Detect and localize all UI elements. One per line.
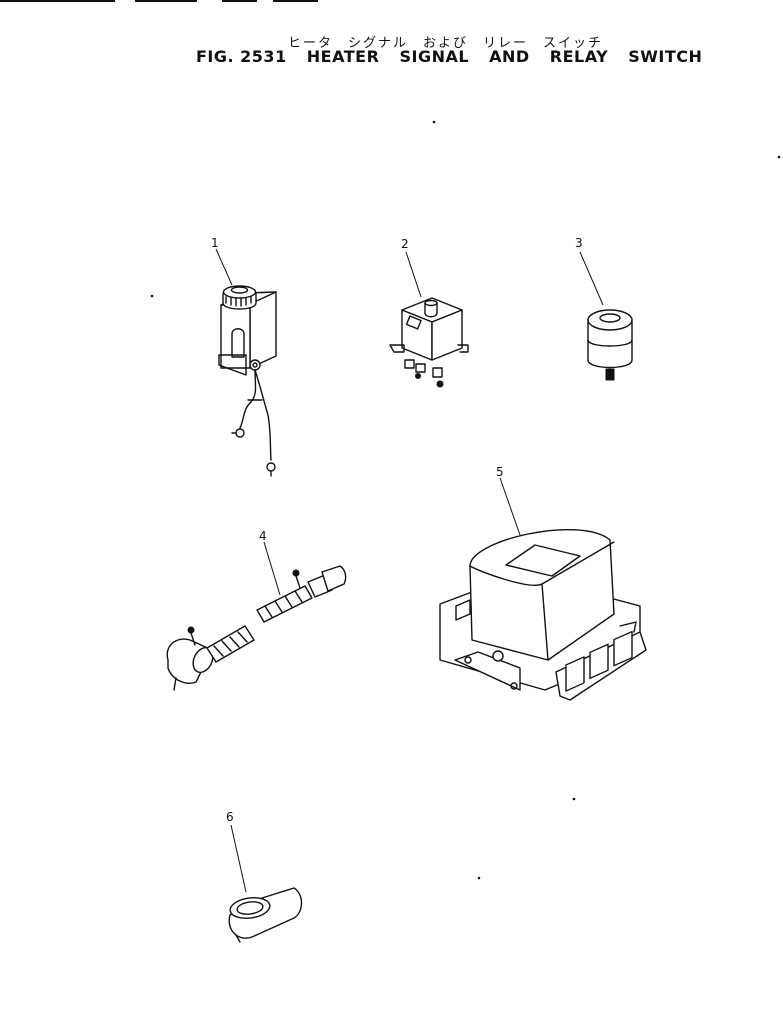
figure-title-japanese: ヒータ シグナル および リレー スイッチ (288, 36, 604, 51)
callout-1: 1 (211, 236, 219, 250)
title-word: SWITCH (628, 47, 703, 66)
part-3-switch (579, 251, 633, 381)
part-6-elbow (228, 824, 303, 943)
scan-specks (150, 120, 781, 880)
title-word: RELAY (549, 47, 609, 66)
title-word: SIGNAL (399, 47, 470, 66)
callout-6: 6 (226, 810, 234, 824)
callout-2: 2 (401, 237, 409, 251)
title-word: AND (489, 47, 530, 66)
callout-3: 3 (575, 236, 583, 250)
top-rule (222, 0, 257, 2)
callout-4: 4 (259, 529, 267, 543)
top-rule (135, 0, 197, 2)
top-rule (0, 0, 115, 2)
part-2-relay (389, 251, 469, 388)
part-1-heater-signal (215, 248, 277, 477)
part-5-relay-box (439, 477, 647, 701)
figure-title-english: FIG. 2531 HEATER SIGNAL AND RELAY SWITCH (196, 47, 702, 66)
title-word: HEATER (306, 47, 380, 66)
callout-5: 5 (496, 465, 504, 479)
top-rule (273, 0, 318, 2)
part-4-heater-hose (166, 541, 347, 691)
figure-number: FIG. 2531 (196, 47, 287, 66)
